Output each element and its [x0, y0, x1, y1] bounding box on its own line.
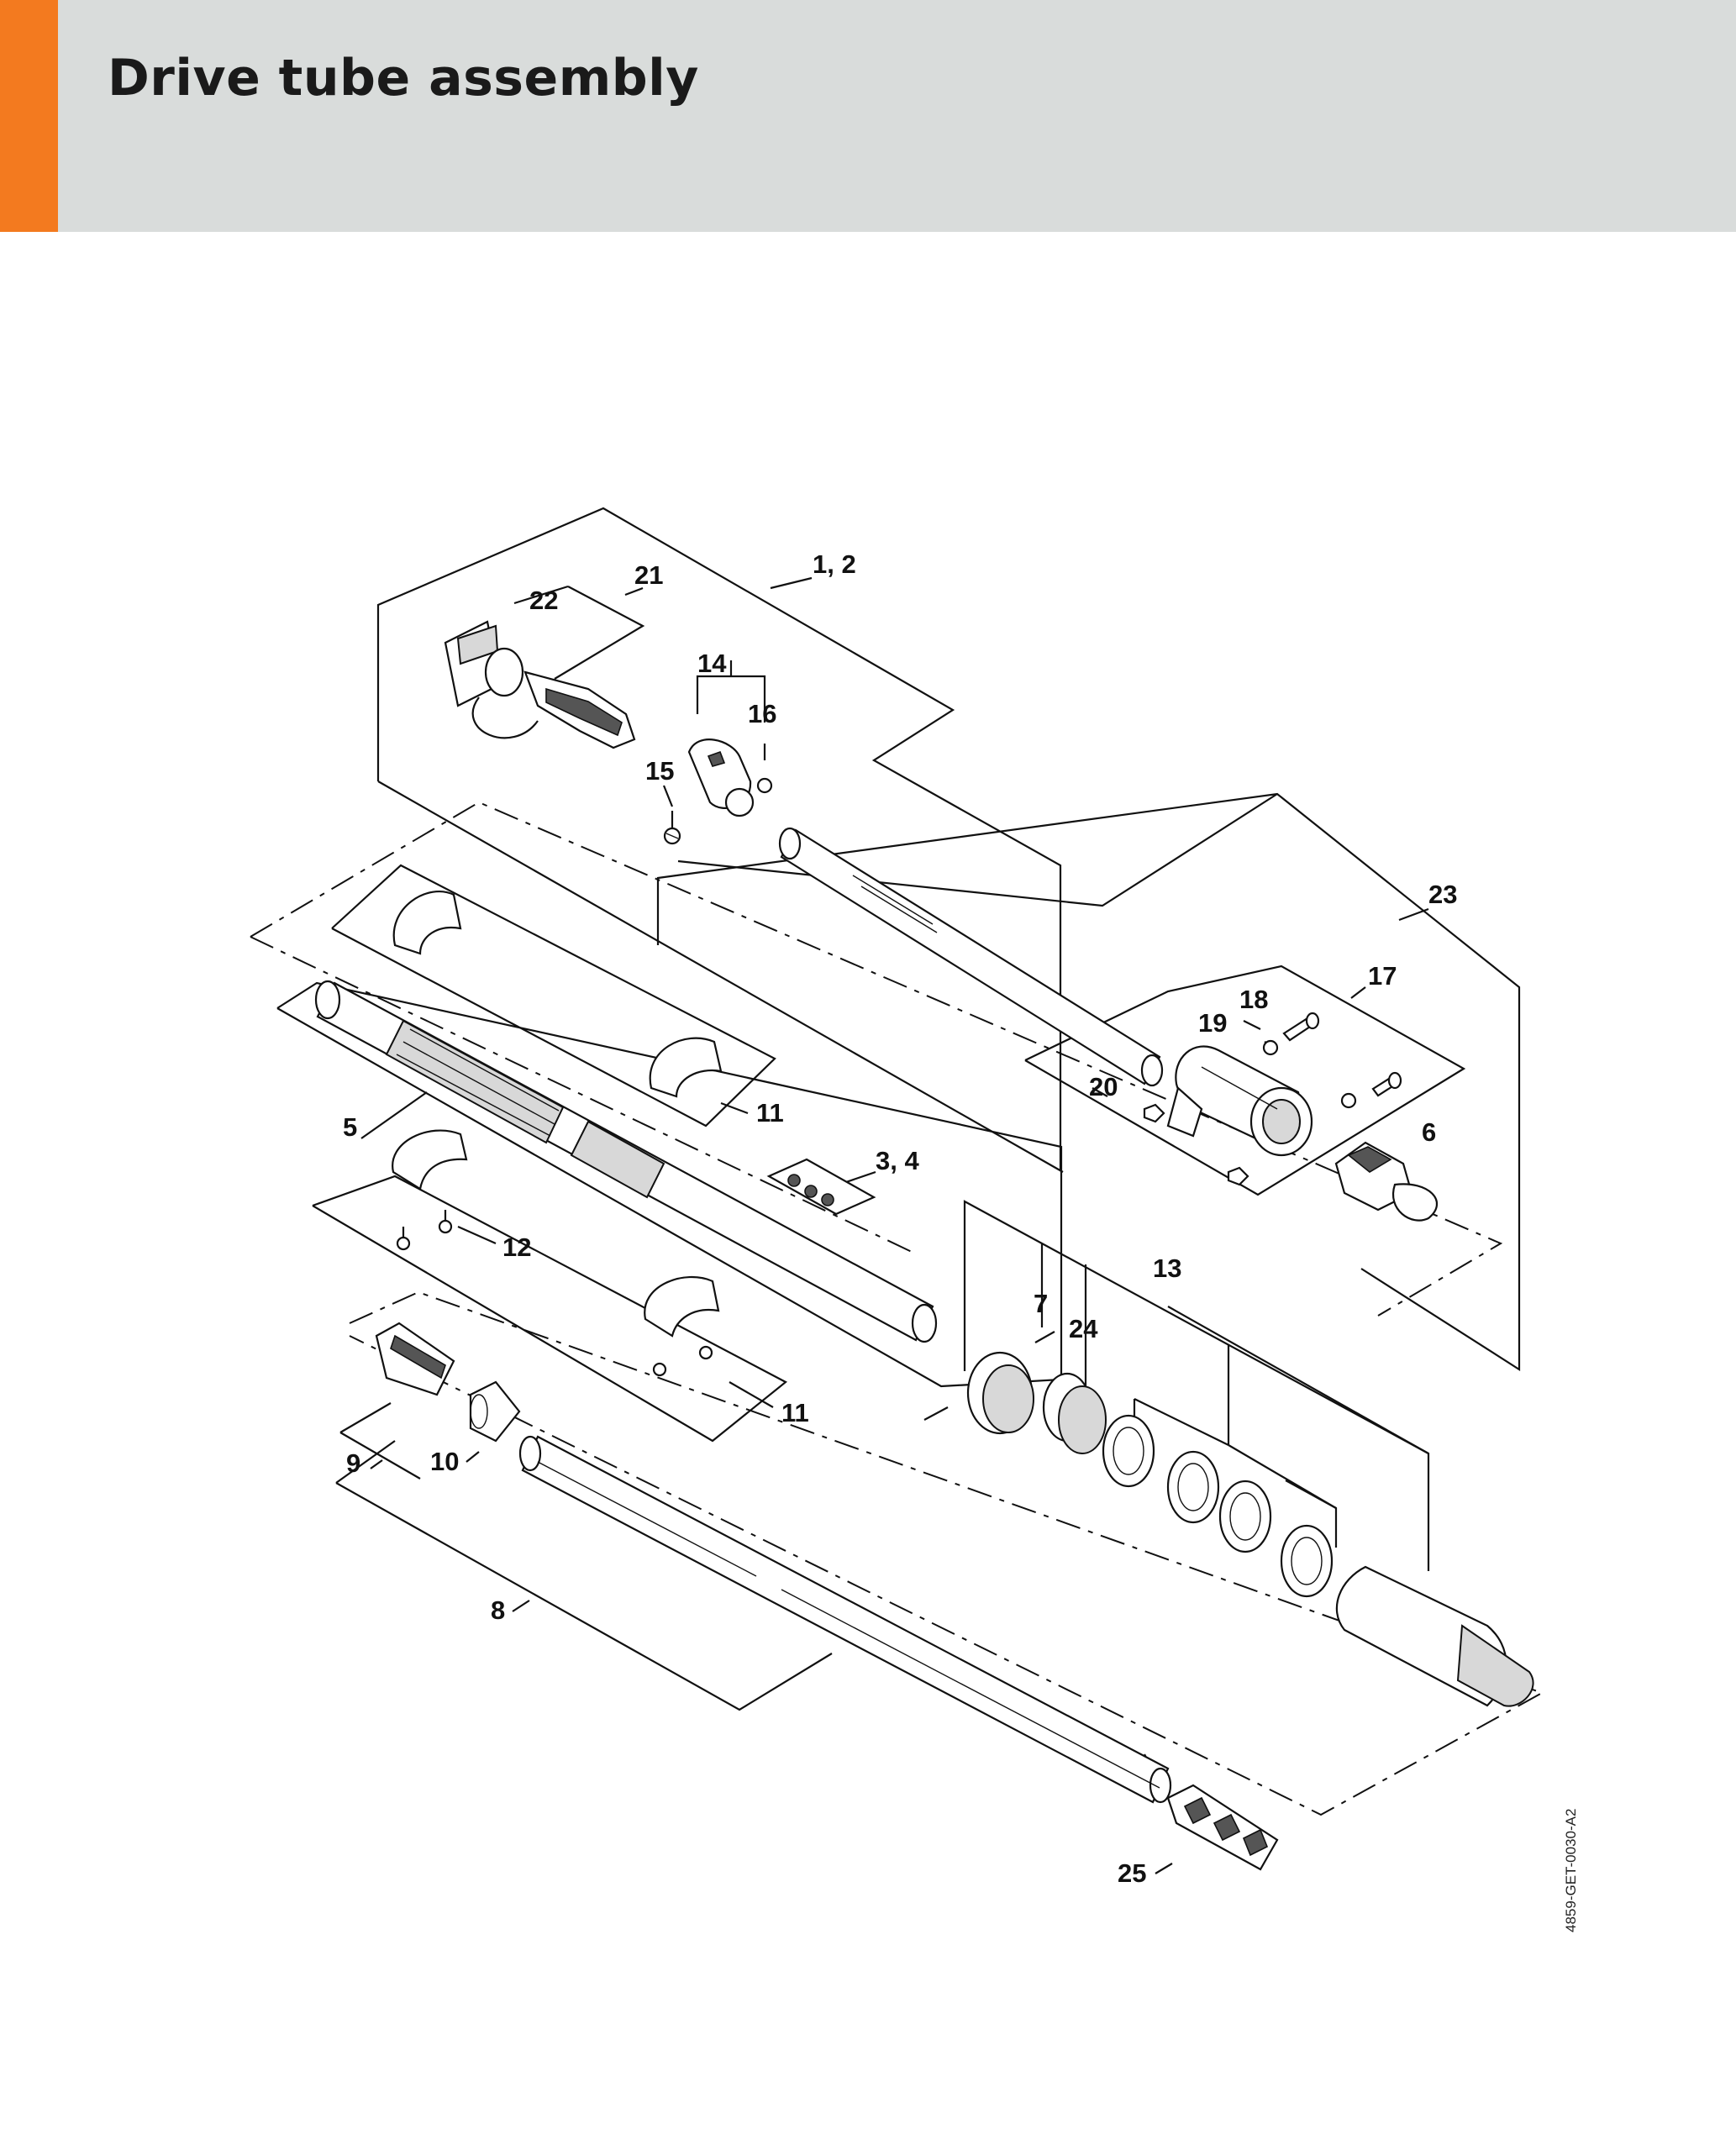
handle-shell-part-12: [392, 1129, 468, 1251]
bushing-part-9: [375, 1322, 455, 1396]
handle-shell-part-11-lower: [644, 1275, 720, 1377]
coupling-part-24: [966, 1351, 1107, 1454]
sleeve-part-10: [469, 1380, 521, 1443]
callout-15: 15: [645, 756, 674, 786]
callout-12: 12: [502, 1233, 531, 1262]
callout-24: 24: [1069, 1314, 1098, 1343]
callout-7: 7: [1034, 1289, 1048, 1318]
header-bar: Drive tube assembly: [0, 0, 1736, 232]
callout-23: 23: [1428, 880, 1457, 909]
wiring-harness-part-21-22: [444, 620, 636, 749]
page-title: Drive tube assembly: [108, 49, 699, 108]
warning-label-part-3-4: [766, 1158, 876, 1216]
vibration-ring-part-13: [1102, 1414, 1334, 1598]
callout-5: 5: [343, 1112, 357, 1142]
callout-14: 14: [697, 649, 727, 678]
connector-part-25: [1166, 1784, 1279, 1871]
outer-sleeve: [1335, 1565, 1534, 1707]
callout-1-2: 1, 2: [813, 549, 856, 579]
callout-20: 20: [1089, 1072, 1118, 1101]
callout-13: 13: [1153, 1254, 1181, 1283]
callout-18: 18: [1239, 985, 1268, 1014]
washer-part-19: [1262, 1039, 1357, 1109]
callout-19: 19: [1198, 1008, 1227, 1038]
handle-shell-part-11-upper: [392, 891, 723, 1098]
callout-16: 16: [748, 699, 776, 728]
document-id: 4859-GET-0030-A2: [1563, 1808, 1579, 1932]
nut-part-20: [1143, 1103, 1249, 1186]
callout-11-upper: 11: [756, 1098, 784, 1127]
callout-25: 25: [1118, 1858, 1146, 1888]
callout-8: 8: [491, 1595, 505, 1625]
drive-tube-part-8: [518, 1435, 1172, 1804]
callout-10: 10: [430, 1447, 459, 1476]
clamp-part-17: [1166, 1045, 1313, 1157]
callout-11-lower: 11: [781, 1398, 809, 1427]
nut-part-16: [756, 777, 773, 794]
orange-accent-strip: [0, 0, 58, 232]
callout-6: 6: [1422, 1117, 1436, 1147]
screw-part-18: [1282, 1012, 1402, 1097]
callout-labels: 1, 2 21 22 14 16 15 23 17 18 19 20 6 5 1…: [343, 549, 1457, 1888]
callout-22: 22: [529, 586, 558, 615]
alignment-lines: [250, 801, 1544, 1816]
callout-17: 17: [1368, 961, 1397, 991]
tube-with-grip-part-5: [314, 980, 938, 1343]
drive-tube-part-23: [778, 827, 1164, 1087]
pin-part-7: [923, 1331, 1055, 1421]
callout-9: 9: [346, 1448, 360, 1478]
callout-3-4: 3, 4: [876, 1146, 919, 1175]
switch-housing-part-14: [687, 738, 773, 817]
handle-part-6: [1334, 1141, 1439, 1222]
callout-21: 21: [634, 560, 663, 590]
screw-part-15: [663, 811, 681, 845]
